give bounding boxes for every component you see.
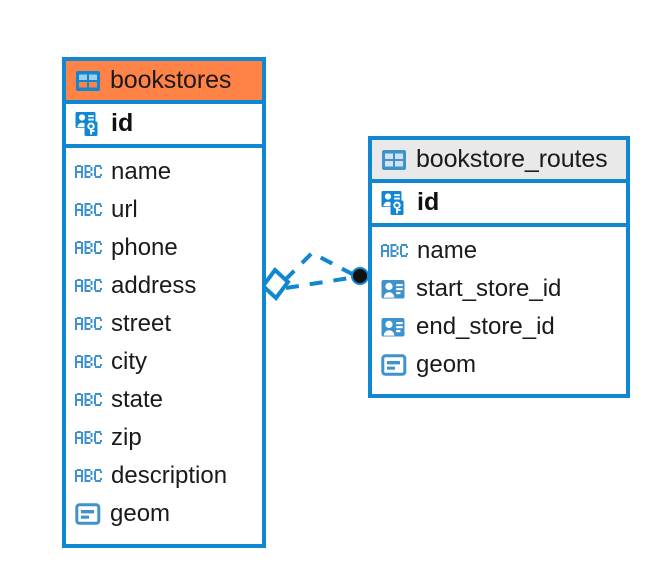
foreign-key-icon [381, 279, 407, 300]
entity-name-label: bookstores [110, 66, 232, 94]
abc-text-icon [75, 241, 102, 255]
field-label: geom [416, 351, 477, 378]
field-row-geom[interactable]: geom [66, 495, 262, 533]
abc-text-icon [75, 317, 102, 331]
relationship-line-lower [285, 275, 357, 290]
field-label: phone [111, 234, 178, 261]
field-label: state [111, 386, 164, 413]
field-row-name[interactable]: name [372, 232, 626, 270]
abc-text-icon [75, 393, 102, 407]
abc-text-icon [75, 469, 102, 483]
entity-bookstores[interactable]: bookstores id [62, 57, 266, 548]
field-label: address [111, 272, 197, 299]
field-row-name[interactable]: name [66, 153, 262, 191]
table-icon [381, 149, 407, 171]
geometry-icon [75, 503, 101, 525]
field-row-description[interactable]: description [66, 457, 262, 495]
relationship-line-upper [283, 250, 357, 282]
abc-text-icon [75, 203, 102, 217]
relationship-diamond-endpoint [260, 267, 291, 301]
primary-key-icon [381, 190, 408, 216]
field-label: id [417, 188, 440, 216]
field-row-city[interactable]: city [66, 343, 262, 381]
field-row-street[interactable]: street [66, 305, 262, 343]
field-label: city [111, 348, 147, 375]
abc-text-icon [75, 431, 102, 445]
field-row-address[interactable]: address [66, 267, 262, 305]
primary-key-icon [75, 111, 102, 137]
field-list-bookstore-routes: name start_store_id [372, 227, 626, 391]
table-icon [75, 70, 101, 92]
entity-name-label: bookstore_routes [416, 145, 608, 173]
foreign-key-icon [381, 317, 407, 338]
field-label: start_store_id [416, 275, 562, 302]
entity-header-bookstores[interactable]: bookstores [66, 61, 262, 100]
field-label: zip [111, 424, 142, 451]
abc-text-icon [75, 355, 102, 369]
field-row-primary-key[interactable]: id [66, 100, 262, 148]
field-label: description [111, 462, 228, 489]
field-row-url[interactable]: url [66, 191, 262, 229]
entity-header-bookstore-routes[interactable]: bookstore_routes [372, 140, 626, 179]
field-row-primary-key[interactable]: id [372, 179, 626, 227]
relationship-circle-endpoint [353, 269, 367, 283]
field-label: name [417, 237, 478, 264]
relationship-circle-endpoint-ring [351, 267, 369, 285]
field-row-state[interactable]: state [66, 381, 262, 419]
field-label: url [111, 196, 138, 223]
field-label: end_store_id [416, 313, 555, 340]
abc-text-icon [75, 165, 102, 179]
field-row-geom[interactable]: geom [372, 346, 626, 384]
field-label: geom [110, 500, 171, 527]
entity-bookstore-routes[interactable]: bookstore_routes id [368, 136, 630, 398]
field-row-start-store-id[interactable]: start_store_id [372, 270, 626, 308]
geometry-icon [381, 354, 407, 376]
field-row-phone[interactable]: phone [66, 229, 262, 267]
field-row-end-store-id[interactable]: end_store_id [372, 308, 626, 346]
field-label: street [111, 310, 172, 337]
abc-text-icon [381, 244, 408, 258]
field-list-bookstores: name [66, 148, 262, 540]
field-label: name [111, 158, 172, 185]
field-row-zip[interactable]: zip [66, 419, 262, 457]
field-label: id [111, 109, 134, 137]
abc-text-icon [75, 279, 102, 293]
